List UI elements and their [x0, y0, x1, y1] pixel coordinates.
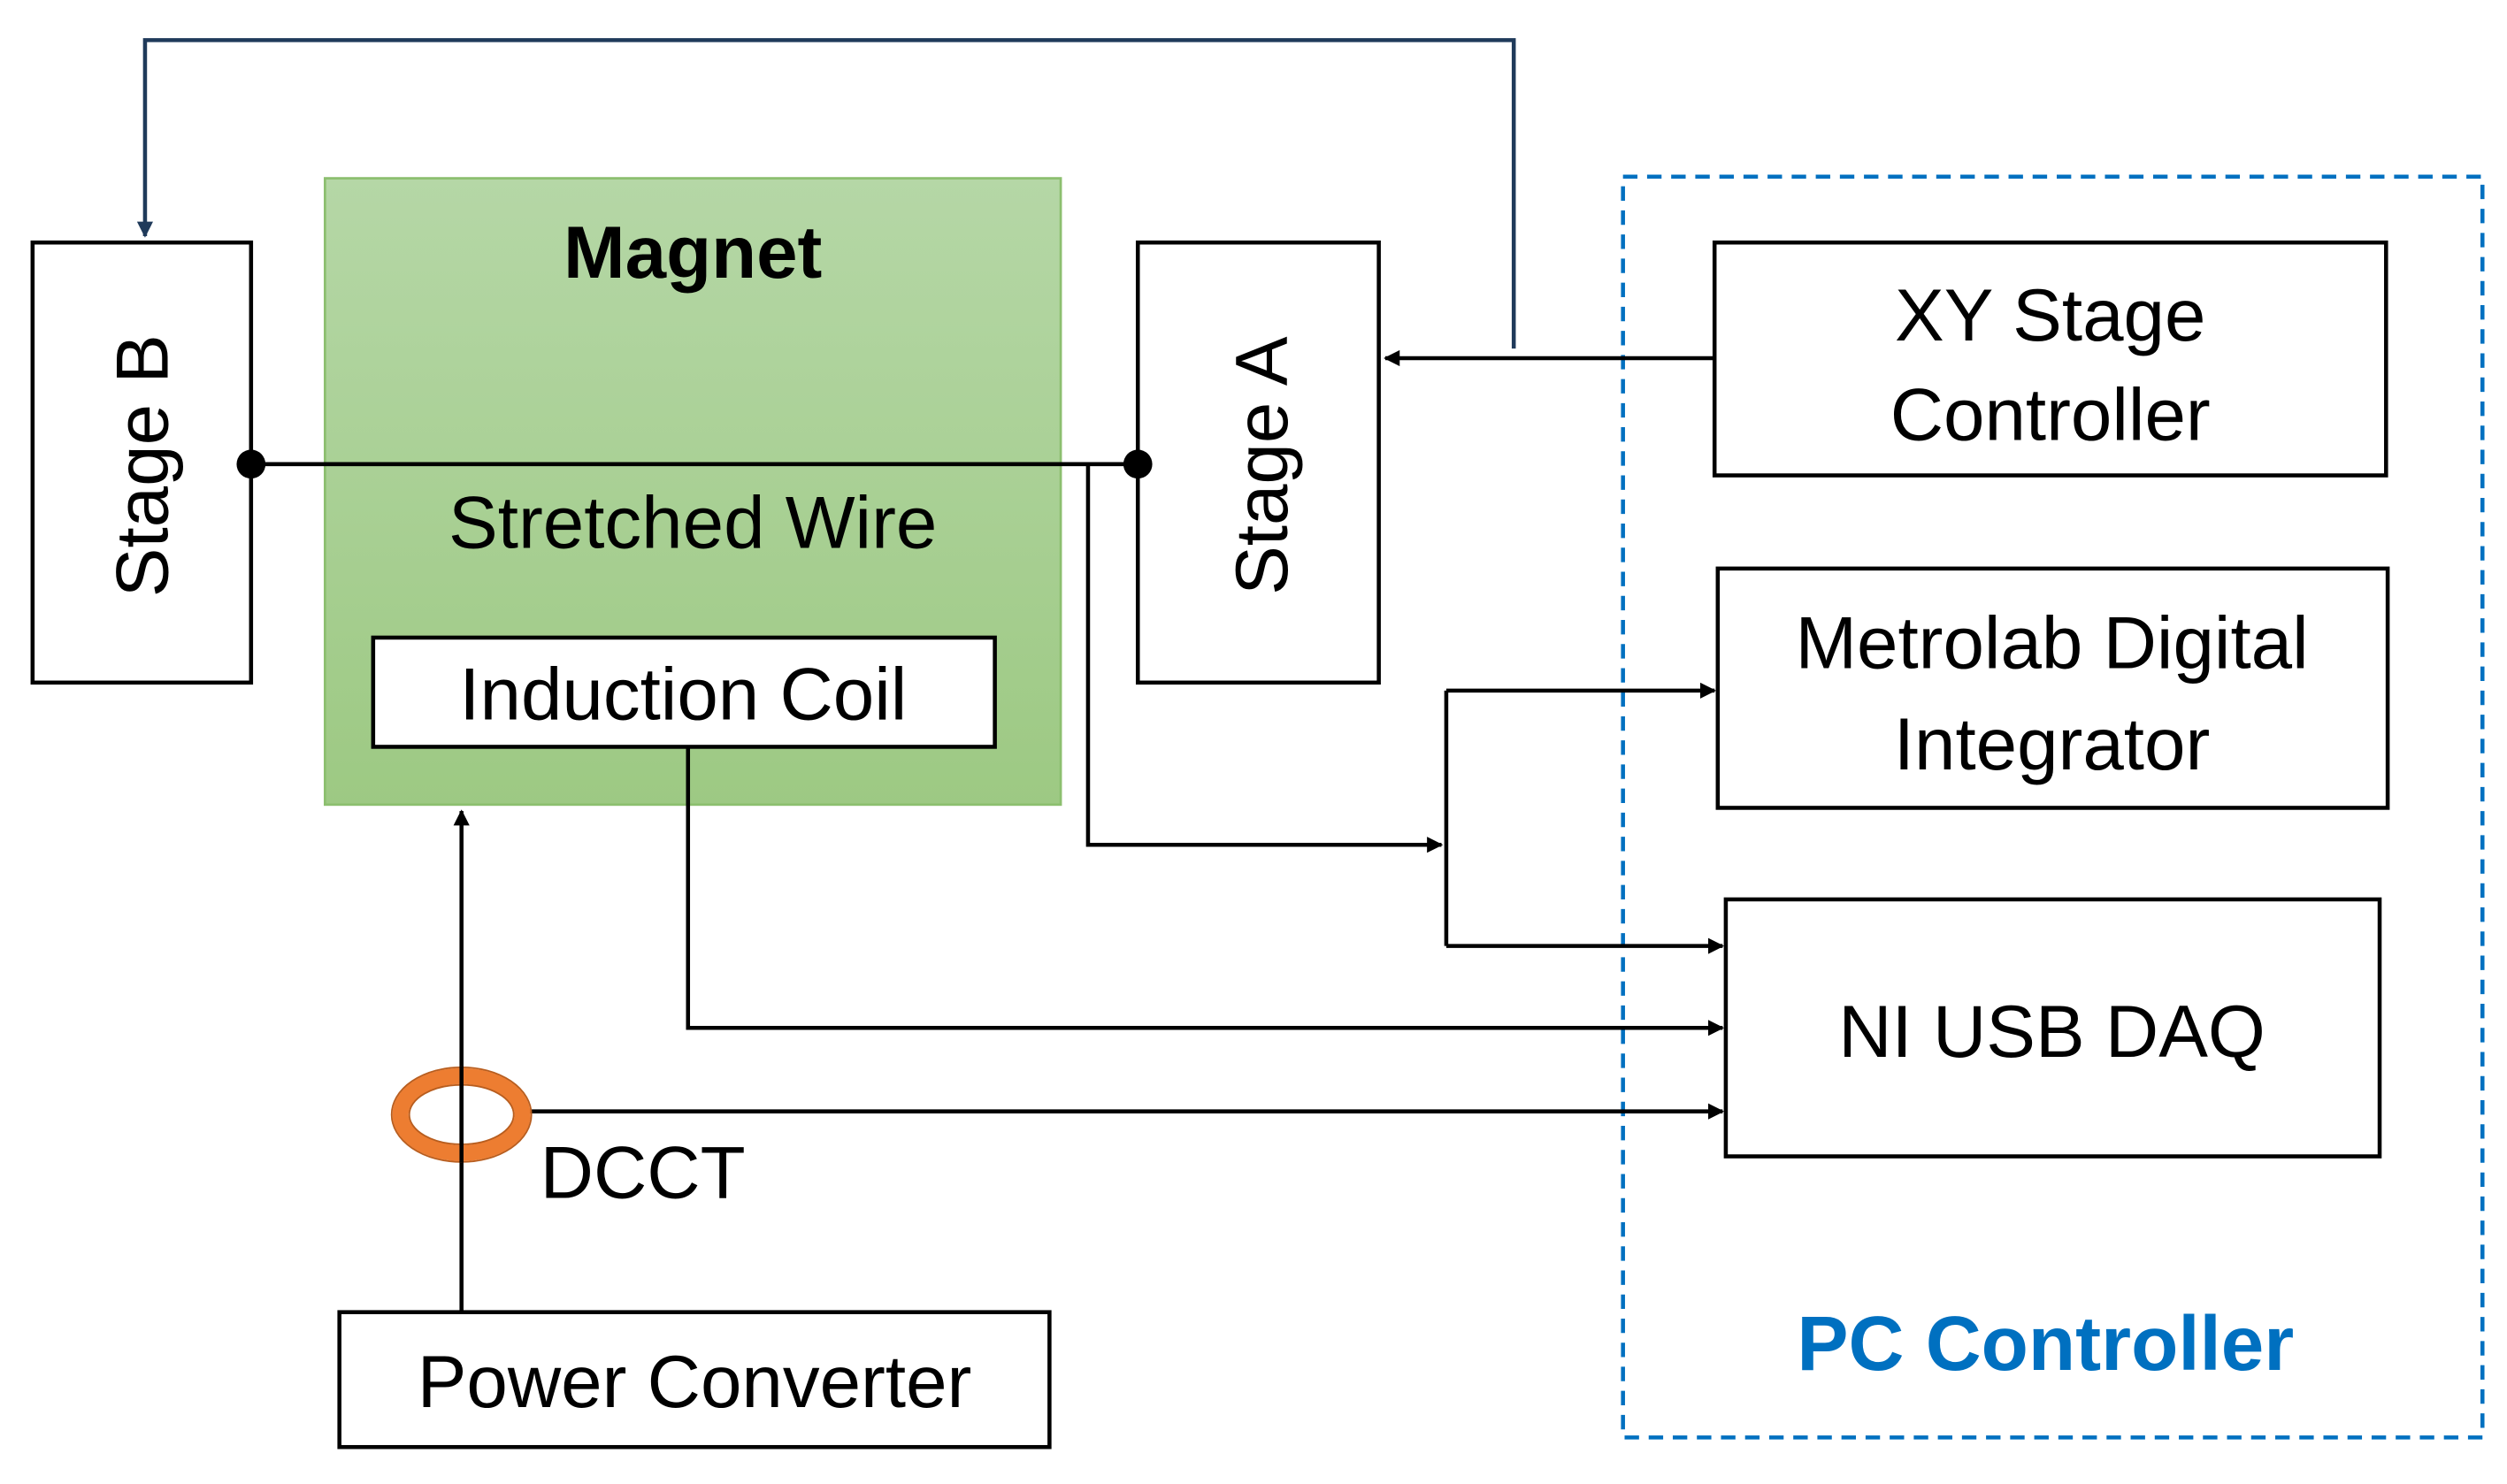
ni-usb-daq-box [1723, 897, 2382, 1159]
power-converter-label: Power Converter [418, 1340, 972, 1423]
wire-signal-line [1085, 463, 1444, 853]
dcct-label: DCCT [540, 1131, 746, 1214]
xy-to-stage-b-link [136, 38, 1516, 349]
stretched-wire-label: Stretched Wire [448, 480, 937, 563]
power-converter-box [337, 1310, 1052, 1450]
stage-b-box [30, 240, 254, 685]
xy-stage-controller-box [1712, 240, 2388, 478]
ni-usb-daq-label: NI USB DAQ [1838, 990, 2266, 1073]
metrolab-integrator-box [1715, 566, 2390, 810]
pc-controller-label: PC Controller [1797, 1301, 2294, 1387]
stage-b-label: Stage B [100, 334, 183, 597]
stage-a-label: Stage A [1220, 336, 1303, 595]
induction-coil-box [371, 635, 997, 749]
induction-coil-label: Induction Coil [459, 653, 907, 736]
metrolab-integrator-line2: Integrator [1894, 702, 2210, 785]
metrolab-integrator-line1: Metrolab Digital [1795, 600, 2308, 684]
wire-node-stage-a [1123, 449, 1153, 479]
stage-a-box [1135, 240, 1381, 685]
magnet-label: Magnet [564, 210, 822, 294]
wire-node-stage-b [236, 449, 266, 479]
xy-stage-controller-line1: XY Stage [1895, 273, 2205, 356]
coil-to-daq-line [686, 746, 1725, 1037]
xy-stage-controller-line2: Controller [1890, 373, 2211, 456]
